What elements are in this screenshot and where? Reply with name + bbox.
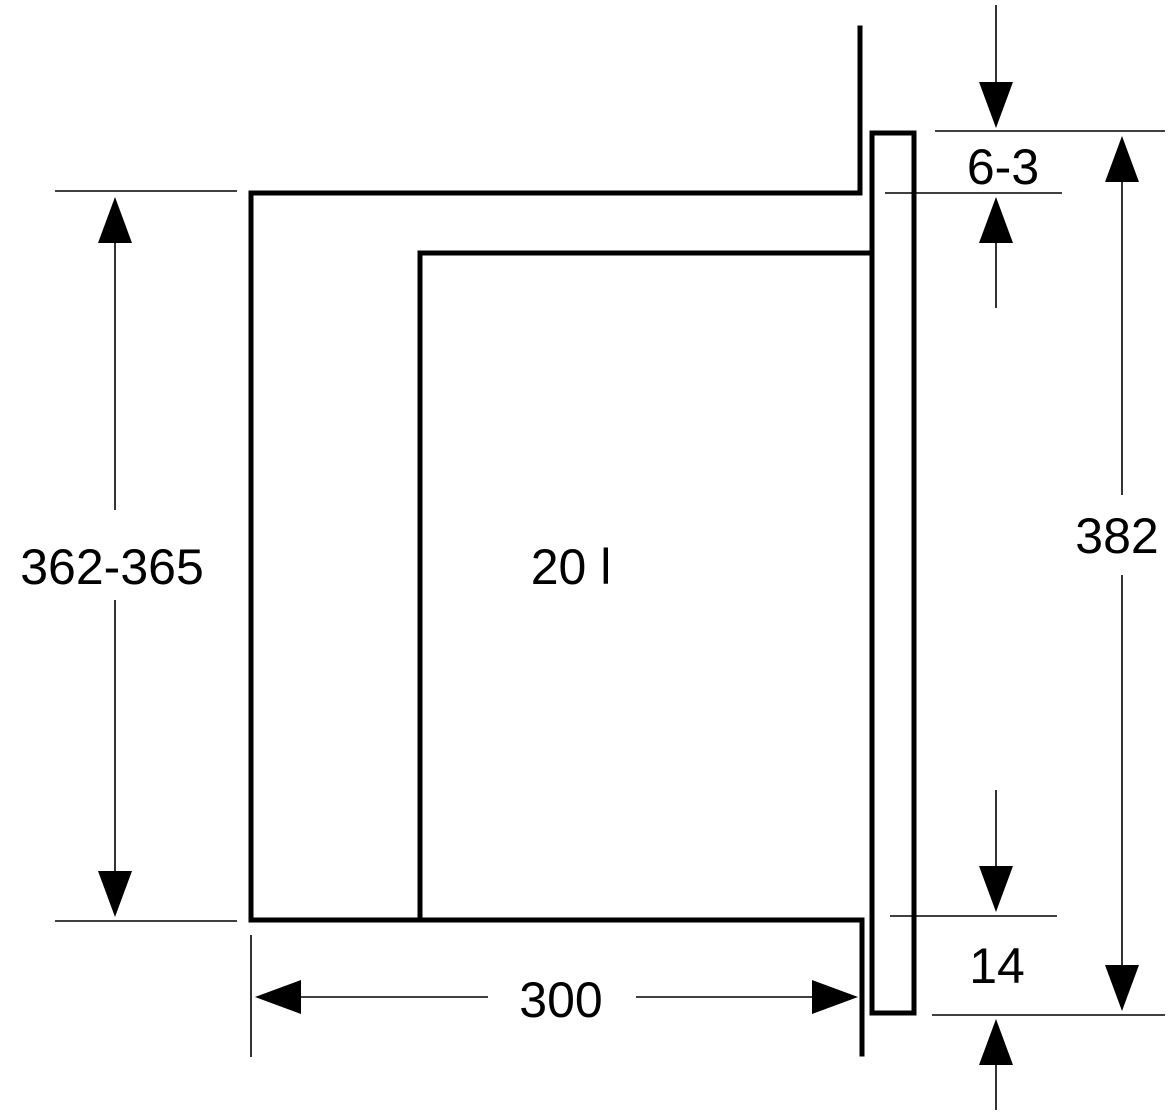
arrowhead-gap-bottom-up xyxy=(979,1019,1013,1065)
arrowhead-right xyxy=(812,980,858,1014)
depth-label: 300 xyxy=(519,972,602,1028)
top-gap-dimension: 6-3 xyxy=(885,5,1062,308)
arrowhead-down xyxy=(98,871,132,917)
arrowhead-up-right xyxy=(1105,136,1139,182)
capacity-label: 20 l xyxy=(531,539,612,595)
total-height-label: 382 xyxy=(1075,508,1158,564)
cabinet-height-label: 362-365 xyxy=(20,539,204,595)
arrowhead-left xyxy=(255,980,301,1014)
arrowhead-up xyxy=(98,197,132,243)
depth-dimension: 300 xyxy=(250,935,858,1057)
arrowhead-down-right xyxy=(1105,965,1139,1011)
total-height-dimension: 382 xyxy=(932,130,1165,1016)
cabinet-height-dimension: 362-365 xyxy=(20,190,237,922)
cabinet-niche-outline xyxy=(248,25,865,1057)
appliance-body-outline xyxy=(417,250,871,921)
bottom-gap-label: 14 xyxy=(969,938,1025,994)
top-gap-label: 6-3 xyxy=(967,139,1039,195)
arrowhead-gap-top-down xyxy=(979,82,1013,128)
arrowhead-gap-top-up xyxy=(979,197,1013,243)
arrowhead-gap-bottom-down xyxy=(979,866,1013,912)
front-panel xyxy=(869,130,917,1016)
bottom-gap-dimension: 14 xyxy=(890,790,1057,1110)
